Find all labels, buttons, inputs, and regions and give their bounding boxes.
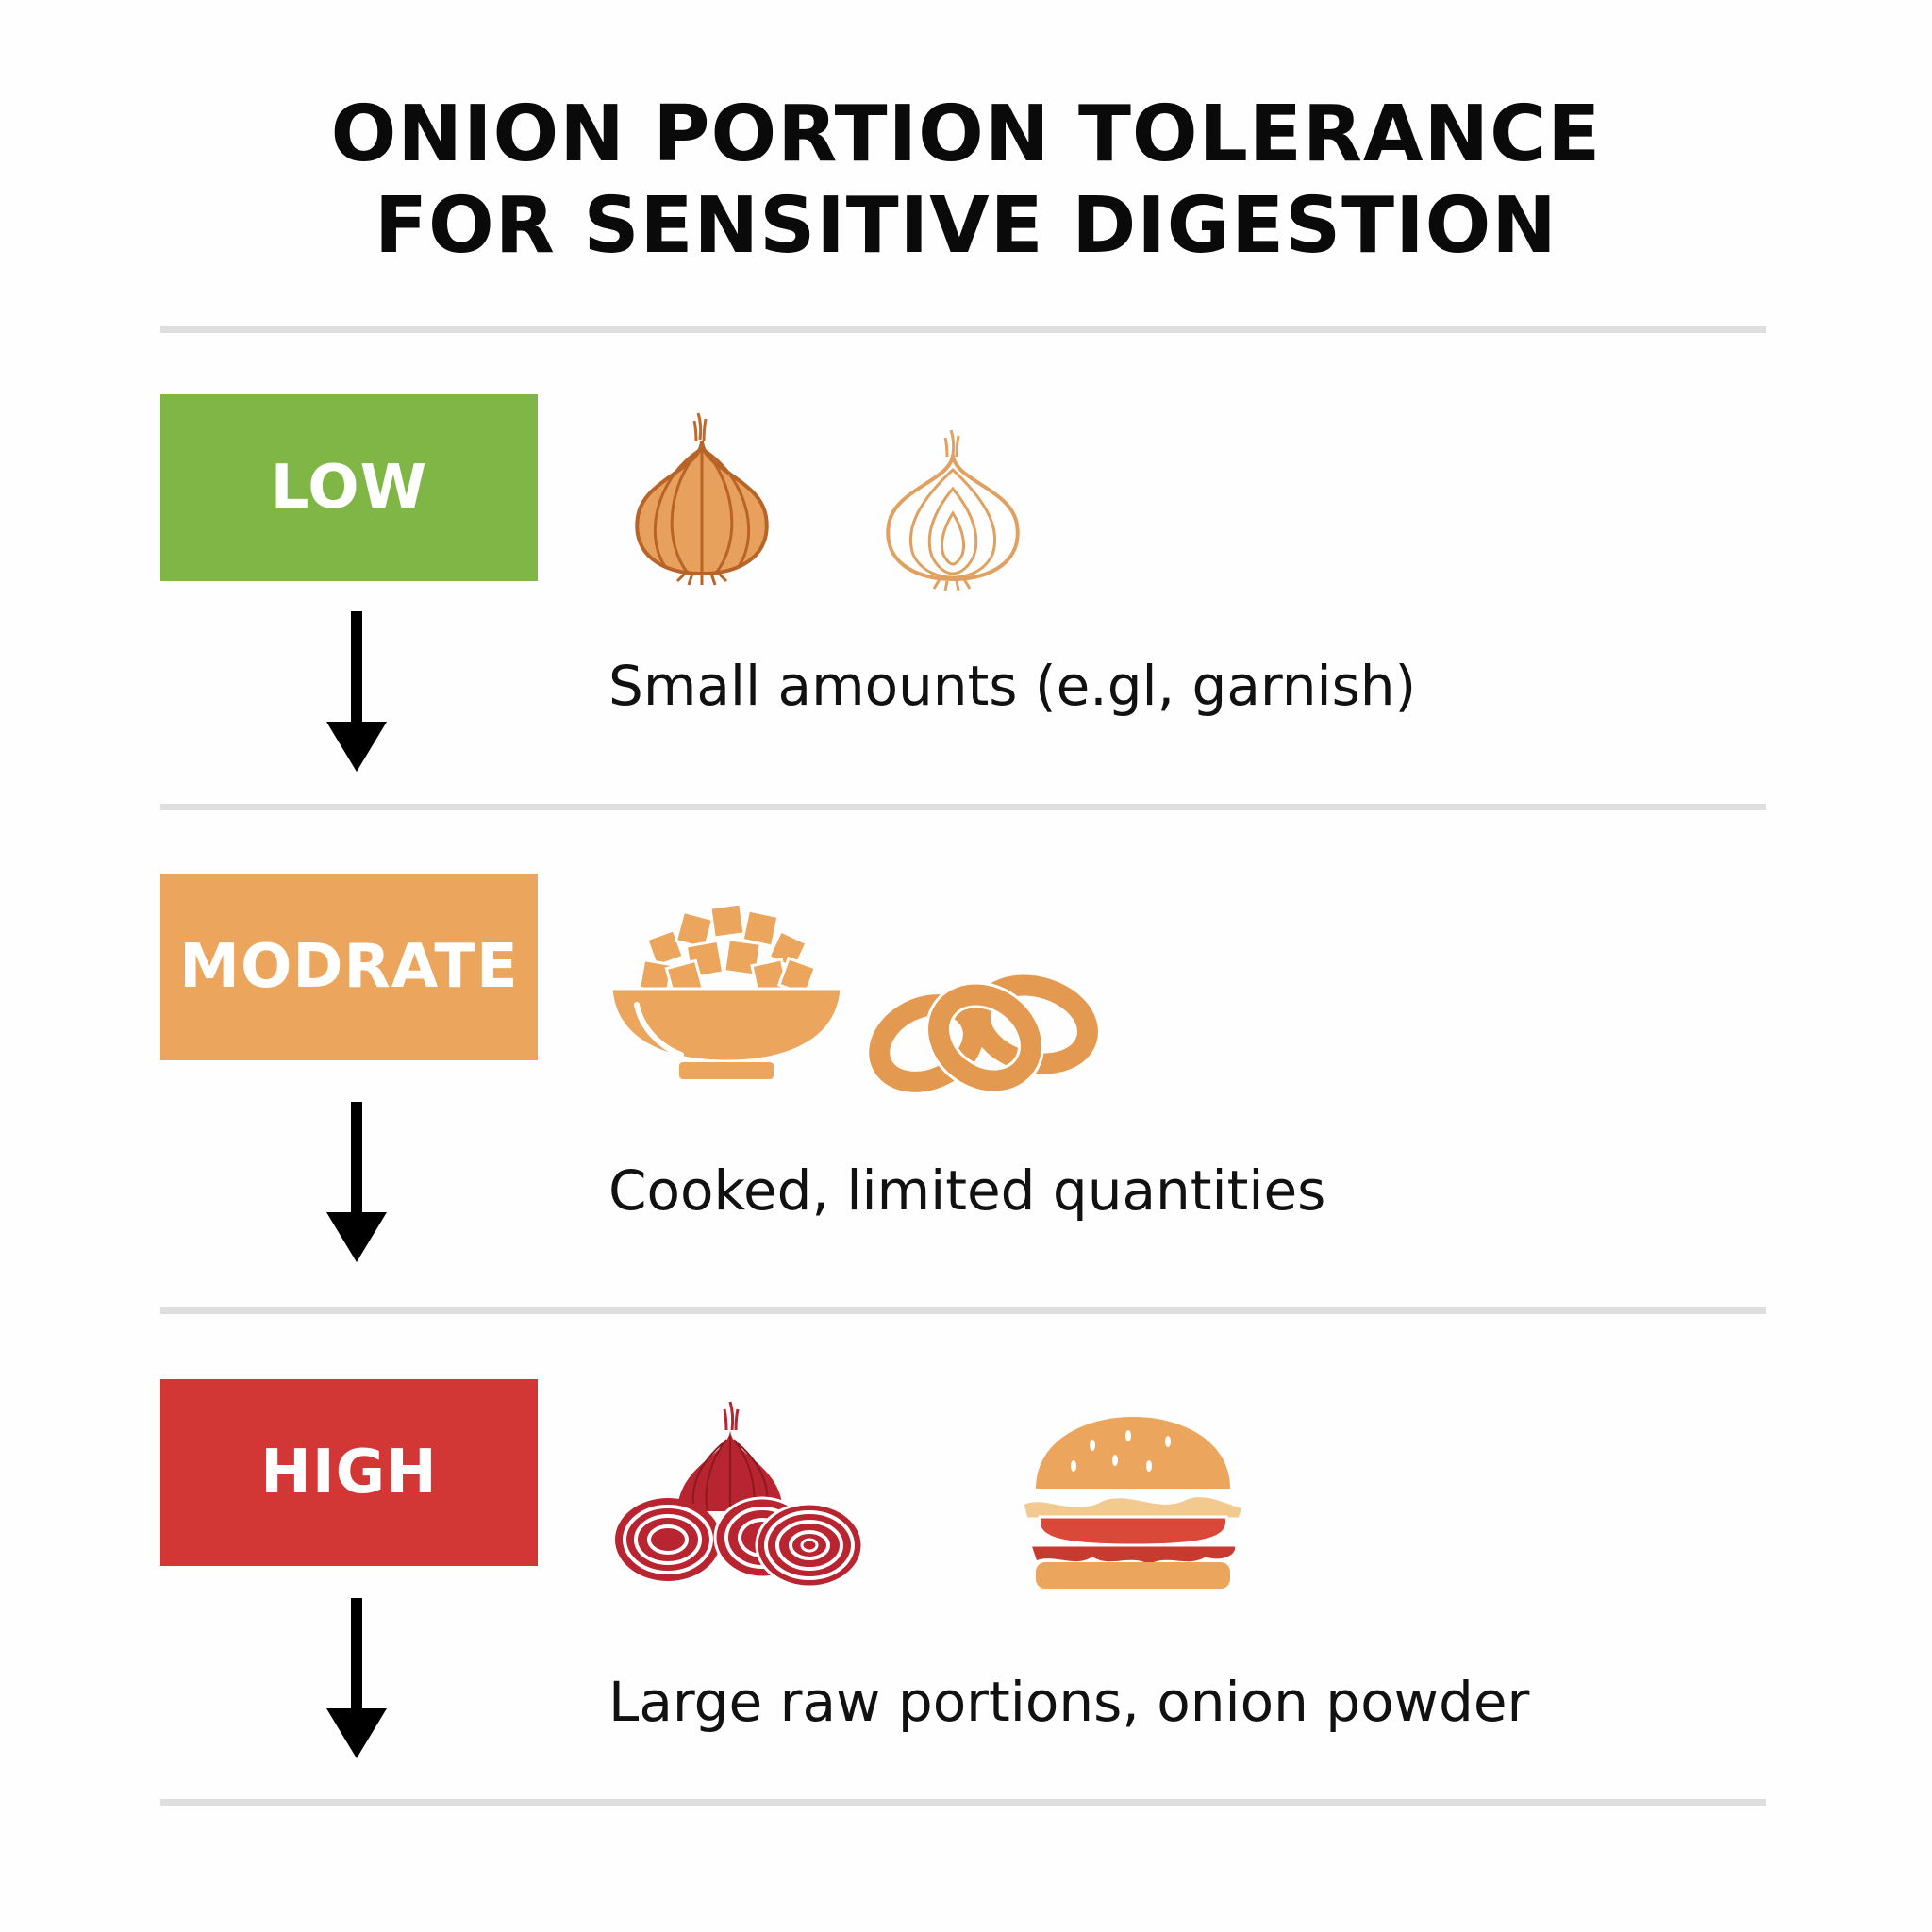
bowl-of-diced-onion-icon bbox=[609, 902, 843, 1079]
badge-moderate: MODRATE bbox=[160, 874, 538, 1060]
divider-top bbox=[160, 326, 1766, 333]
title-line-1: ONION PORTION TOLERANCE bbox=[330, 90, 1602, 179]
burger-icon bbox=[1021, 1417, 1245, 1589]
divider-2 bbox=[160, 1307, 1766, 1314]
arrow-down-icon bbox=[326, 1598, 387, 1758]
whole-onion-icon bbox=[635, 412, 769, 586]
divider-1 bbox=[160, 804, 1766, 810]
description-low: Small amounts (e.gl, garnish) bbox=[608, 654, 1417, 718]
divider-bottom bbox=[160, 1799, 1766, 1806]
red-onion-slices-icon bbox=[615, 1401, 864, 1589]
halved-onion-icon bbox=[886, 429, 1020, 591]
onion-rings-icon bbox=[869, 974, 1098, 1092]
description-high: Large raw portions, onion powder bbox=[608, 1670, 1530, 1734]
arrow-down-icon bbox=[326, 611, 387, 772]
description-moderate: Cooked, limited quantities bbox=[608, 1158, 1326, 1223]
arrow-down-icon bbox=[326, 1102, 387, 1262]
title-line-2: FOR SENSITIVE DIGESTION bbox=[375, 181, 1557, 271]
badge-high: HIGH bbox=[160, 1379, 538, 1566]
badge-low: LOW bbox=[160, 394, 538, 581]
